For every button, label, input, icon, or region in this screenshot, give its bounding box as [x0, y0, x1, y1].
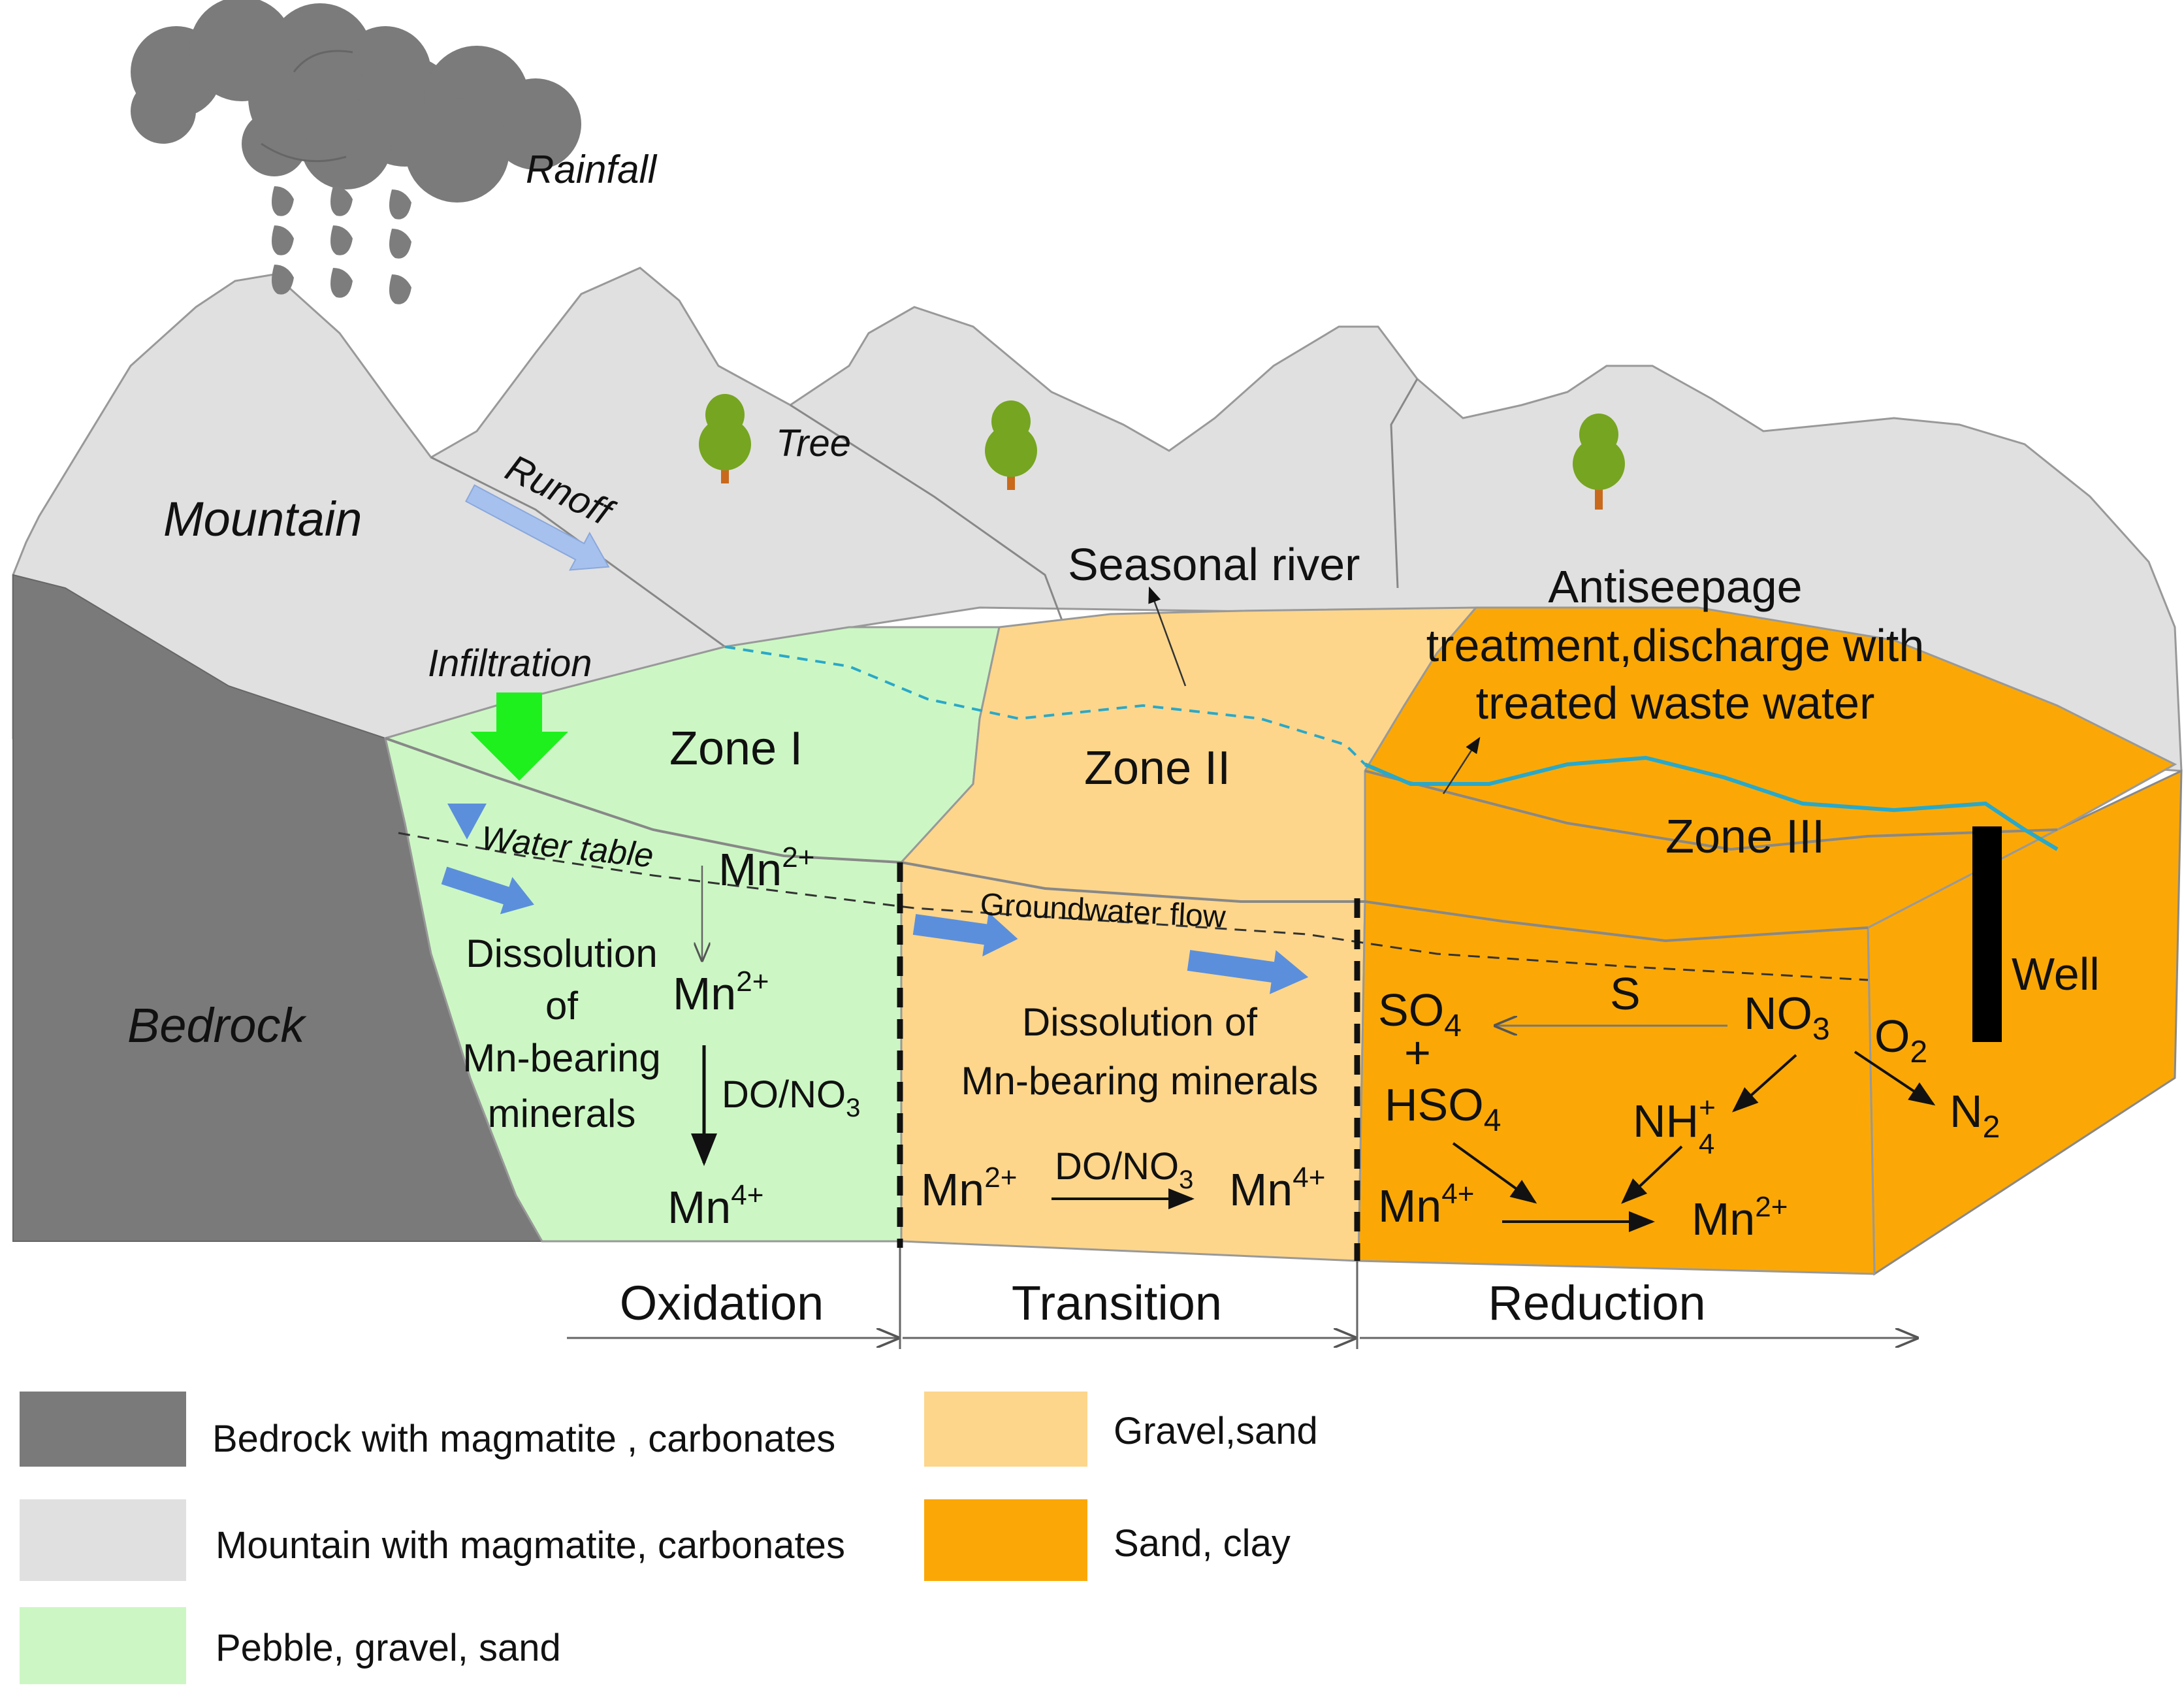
water-table-line — [398, 832, 1869, 981]
zone3-mn2: Mn2+ — [1692, 1191, 1788, 1245]
well-label: Well — [2012, 949, 2100, 1000]
legend: Bedrock with magmatite , carbonates Moun… — [20, 1392, 1318, 1684]
infiltration-arrow-icon — [470, 692, 568, 781]
zone3-so4: SO4 — [1378, 985, 1462, 1043]
zone1-label: Zone I — [669, 723, 803, 775]
antiseepage-label-line3: treated waste water — [1476, 677, 1875, 728]
legend-label-mountain: Mountain with magmatite, carbonates — [216, 1524, 845, 1567]
seasonal-river-dashed — [724, 645, 1366, 766]
zone3-n2: N2 — [1950, 1086, 2000, 1145]
tree-icon — [1573, 414, 1625, 510]
rainfall-label: Rainfall — [526, 148, 658, 191]
legend-label-pebble: Pebble, gravel, sand — [216, 1627, 561, 1669]
seasonal-river-solid — [1364, 755, 2059, 851]
zone1-mn4: Mn4+ — [667, 1179, 763, 1233]
stage-label-reduction: Reduction — [1488, 1276, 1705, 1330]
zone2-mn4: Mn4+ — [1229, 1162, 1325, 1215]
zone3-o2: O2 — [1874, 1011, 1927, 1069]
zone3-mn4: Mn4+ — [1378, 1178, 1474, 1231]
cloud-icon — [131, 0, 581, 203]
zone3-arrow-hso4-to-mn — [1452, 1142, 1537, 1204]
tree-icon — [985, 400, 1037, 490]
zone3-region — [1357, 606, 2177, 1275]
zone1-dissolution-line3: Mn-bearing — [462, 1036, 661, 1080]
zone2-mn2: Mn2+ — [921, 1162, 1017, 1215]
antiseepage-pointer — [1442, 736, 1481, 794]
zone1-do-no3: DO/NO3 — [722, 1073, 860, 1122]
zone3-arrow-no3-to-nh4 — [1732, 1054, 1797, 1113]
cloud-outline — [261, 50, 353, 163]
zone3-plus: + — [1404, 1027, 1431, 1078]
mountain-label: Mountain — [163, 492, 362, 546]
tree-icon — [699, 394, 751, 483]
stage-label-oxidation: Oxidation — [620, 1276, 824, 1330]
well-icon — [1972, 826, 2002, 1042]
zone2-label: Zone II — [1084, 742, 1230, 794]
groundwater-flow-arrow-icon — [441, 866, 534, 915]
groundwater-flow-arrow-icon — [1187, 950, 1309, 994]
zone3-nh4: NH+4 — [1633, 1092, 1716, 1160]
zone1-mn2-mid: Mn2+ — [673, 966, 769, 1019]
zone3-top-edge — [1364, 770, 2058, 851]
legend-label-sandclay: Sand, clay — [1114, 1522, 1291, 1565]
zone3-hso4: HSO4 — [1385, 1079, 1501, 1138]
zone3-arrow-nh4-to-mn — [1621, 1145, 1683, 1204]
legend-swatch-sandclay — [924, 1499, 1087, 1581]
zone1-dissolution-line4: minerals — [488, 1092, 636, 1135]
legend-swatch-gravel — [924, 1392, 1087, 1467]
zone2-dissolution-line2: Mn-bearing minerals — [961, 1059, 1319, 1103]
zone1-mn2-top: Mn2+ — [718, 841, 814, 895]
zone1-dissolution-line2: of — [545, 984, 578, 1028]
groundwater-flow-arrow-icon — [912, 912, 1018, 956]
zone3-s: S — [1610, 968, 1641, 1019]
seasonal-river-label: Seasonal river — [1068, 539, 1360, 590]
infiltration-label: Infiltration — [428, 642, 592, 685]
zone-surface-line — [385, 737, 1869, 943]
zone2-dissolution-line1: Dissolution of — [1022, 1000, 1258, 1044]
antiseepage-label-line2: treatment,discharge with — [1426, 620, 1925, 671]
runoff-arrow-icon — [465, 484, 610, 571]
bedrock-label: Bedrock — [127, 998, 307, 1052]
water-table-marker-icon — [447, 804, 487, 839]
legend-swatch-pebble — [20, 1607, 186, 1684]
legend-swatch-bedrock — [20, 1392, 186, 1467]
legend-label-bedrock: Bedrock with magmatite , carbonates — [212, 1418, 835, 1460]
stage-label-transition: Transition — [1012, 1276, 1222, 1330]
zone2-do-no3: DO/NO3 — [1055, 1145, 1193, 1194]
raindrop-icons — [272, 186, 411, 304]
seasonal-river-pointer — [1148, 586, 1187, 687]
zone3-no3: NO3 — [1744, 988, 1830, 1047]
zone3-label: Zone III — [1665, 811, 1825, 863]
zone1-dissolution-line1: Dissolution — [466, 932, 657, 975]
mountain-ridge-lines — [430, 378, 1419, 648]
legend-label-gravel: Gravel,sand — [1114, 1410, 1318, 1452]
zone3-arrow-o2-to-n2 — [1854, 1051, 1936, 1106]
tree-label: Tree — [776, 422, 851, 464]
legend-swatch-mountain — [20, 1499, 186, 1581]
antiseepage-label-line1: Antiseepage — [1548, 561, 1802, 612]
